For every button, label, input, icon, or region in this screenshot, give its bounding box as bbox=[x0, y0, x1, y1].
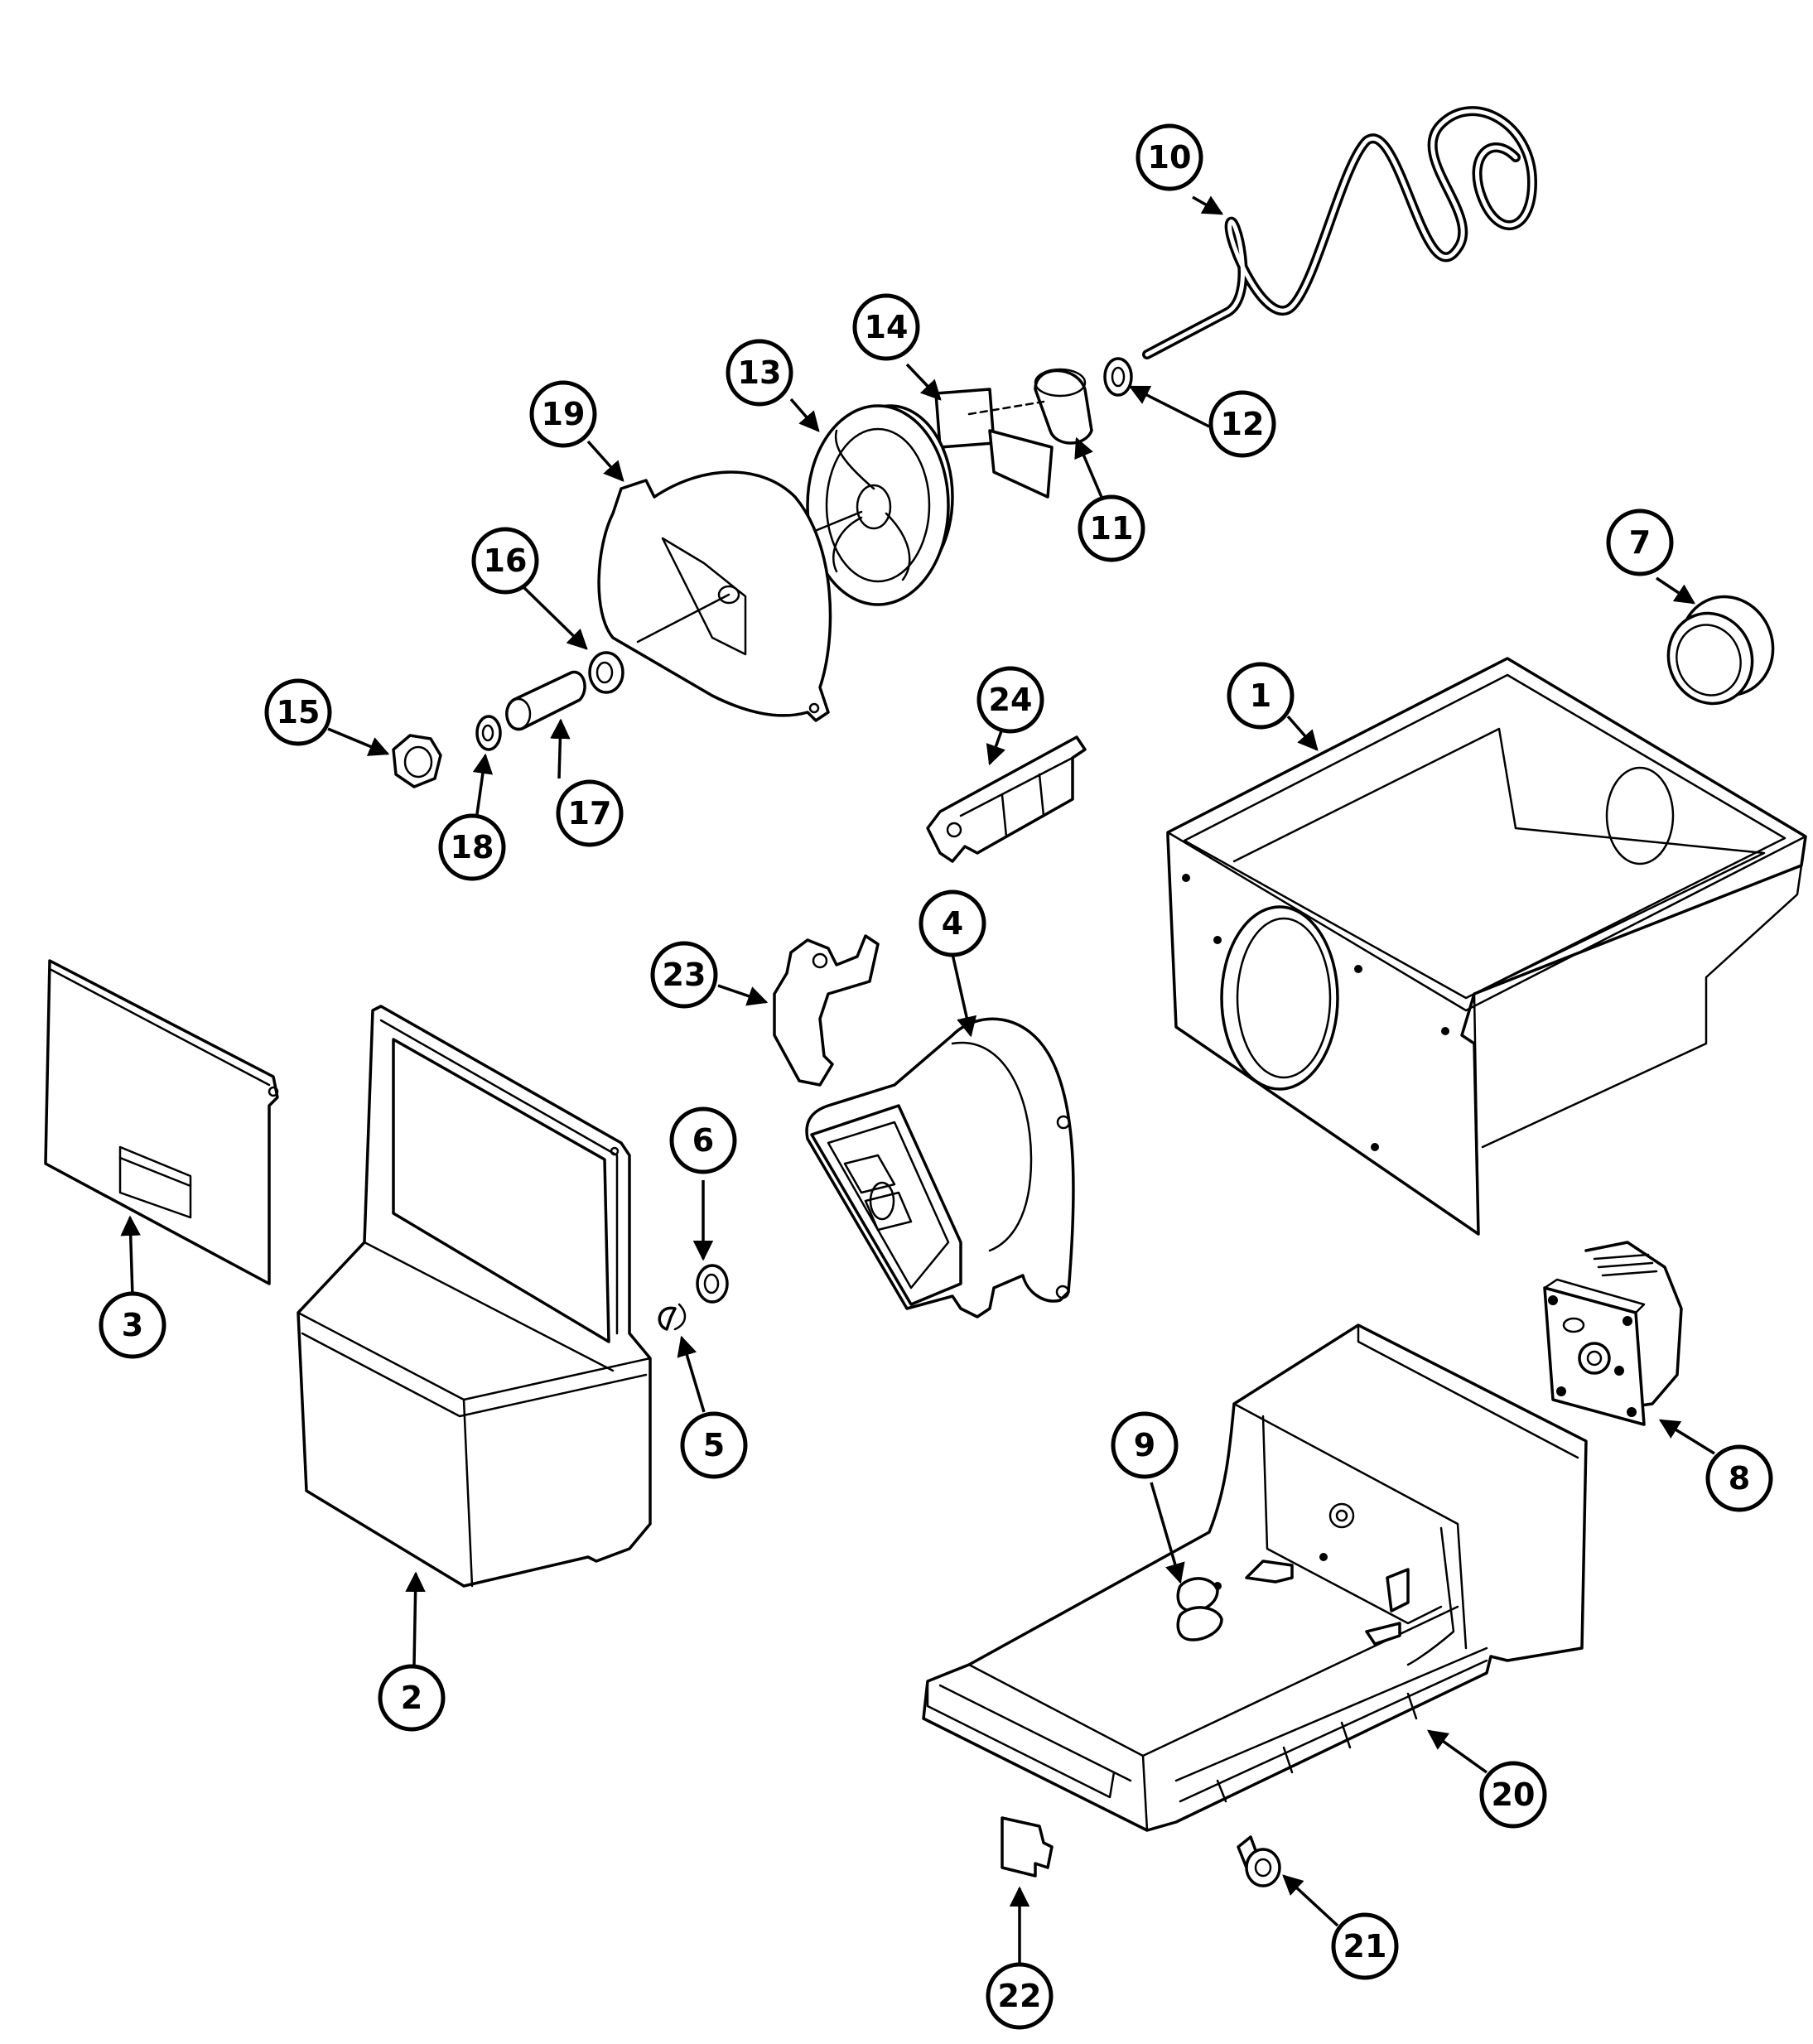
svg-text:13: 13 bbox=[738, 354, 782, 391]
callout-6: 6 bbox=[669, 1106, 737, 1174]
washer-part-18 bbox=[475, 715, 502, 751]
svg-text:7: 7 bbox=[1629, 524, 1651, 561]
svg-text:24: 24 bbox=[989, 682, 1033, 718]
svg-text:12: 12 bbox=[1221, 406, 1265, 442]
bracket-part-24 bbox=[926, 735, 1087, 863]
bearing-cup-part-11 bbox=[1034, 368, 1093, 445]
callout-23: 23 bbox=[650, 941, 718, 1009]
svg-text:10: 10 bbox=[1148, 139, 1192, 176]
svg-text:20: 20 bbox=[1492, 1776, 1536, 1813]
washer-part-6 bbox=[696, 1264, 729, 1304]
svg-text:6: 6 bbox=[692, 1122, 714, 1159]
dispenser-tray-part-20 bbox=[922, 1323, 1588, 1832]
auger-wire-part bbox=[1142, 106, 1537, 359]
callout-11: 11 bbox=[1078, 494, 1145, 562]
ring-part-7 bbox=[1666, 595, 1775, 706]
spacer-tube-part-17 bbox=[505, 670, 586, 731]
cap-part-22 bbox=[1001, 1816, 1054, 1878]
svg-text:18: 18 bbox=[451, 829, 494, 865]
svg-text:3: 3 bbox=[122, 1307, 143, 1343]
svg-text:1: 1 bbox=[1250, 677, 1271, 714]
cup-part-9 bbox=[1176, 1577, 1223, 1641]
callout-5: 5 bbox=[680, 1411, 748, 1479]
svg-text:17: 17 bbox=[568, 795, 612, 832]
callout-12: 12 bbox=[1208, 390, 1276, 458]
svg-text:22: 22 bbox=[998, 1978, 1042, 2014]
svg-text:9: 9 bbox=[1134, 1427, 1155, 1463]
housing-plate-part-19 bbox=[597, 470, 832, 722]
motor-part-8 bbox=[1543, 1241, 1683, 1426]
callout-10: 10 bbox=[1136, 123, 1203, 191]
callout-14: 14 bbox=[852, 293, 920, 361]
callout-18: 18 bbox=[438, 813, 506, 881]
callout-2: 2 bbox=[378, 1664, 446, 1732]
leader-lines bbox=[120, 195, 1715, 1963]
callout-17: 17 bbox=[556, 779, 624, 847]
e-clip-part-5 bbox=[658, 1303, 687, 1331]
door-panel-part-3 bbox=[44, 959, 279, 1285]
callout-13: 13 bbox=[726, 339, 793, 407]
svg-text:11: 11 bbox=[1090, 510, 1134, 547]
svg-text:23: 23 bbox=[663, 957, 706, 993]
callout-9: 9 bbox=[1111, 1411, 1179, 1479]
callout-21: 21 bbox=[1331, 1912, 1399, 1980]
callout-4: 4 bbox=[919, 889, 986, 957]
motor-housing-part-4 bbox=[805, 1017, 1075, 1318]
callout-1: 1 bbox=[1227, 662, 1295, 730]
svg-text:15: 15 bbox=[277, 694, 321, 730]
washer-part-16 bbox=[588, 651, 624, 694]
svg-text:5: 5 bbox=[703, 1427, 725, 1463]
callouts: 1 2 3 4 5 6 7 8 9 10 11 12 13 14 15 16 1… bbox=[99, 123, 1773, 2030]
callout-22: 22 bbox=[986, 1962, 1054, 2030]
ice-bucket-part-1 bbox=[1166, 657, 1807, 1236]
svg-text:8: 8 bbox=[1729, 1460, 1750, 1497]
callout-20: 20 bbox=[1479, 1761, 1547, 1829]
blade-part-14 bbox=[934, 388, 1054, 499]
impeller-wheel-part-13 bbox=[785, 404, 954, 606]
clip-part-12 bbox=[1103, 357, 1133, 397]
nut-part-15 bbox=[392, 734, 442, 788]
actuator-arm-part-23 bbox=[773, 934, 880, 1087]
callout-15: 15 bbox=[264, 678, 332, 746]
callout-3: 3 bbox=[99, 1291, 166, 1359]
front-housing-part-2 bbox=[297, 1005, 652, 1588]
svg-text:16: 16 bbox=[484, 542, 528, 579]
svg-text:21: 21 bbox=[1343, 1928, 1387, 1964]
svg-text:2: 2 bbox=[401, 1680, 422, 1716]
callout-24: 24 bbox=[976, 666, 1044, 734]
callout-7: 7 bbox=[1606, 509, 1674, 576]
svg-text:4: 4 bbox=[942, 905, 963, 942]
callout-16: 16 bbox=[471, 527, 539, 595]
svg-text:19: 19 bbox=[542, 396, 586, 432]
knob-part-21 bbox=[1237, 1835, 1281, 1887]
callout-8: 8 bbox=[1705, 1444, 1773, 1512]
callout-19: 19 bbox=[529, 380, 597, 448]
svg-text:14: 14 bbox=[865, 309, 909, 345]
